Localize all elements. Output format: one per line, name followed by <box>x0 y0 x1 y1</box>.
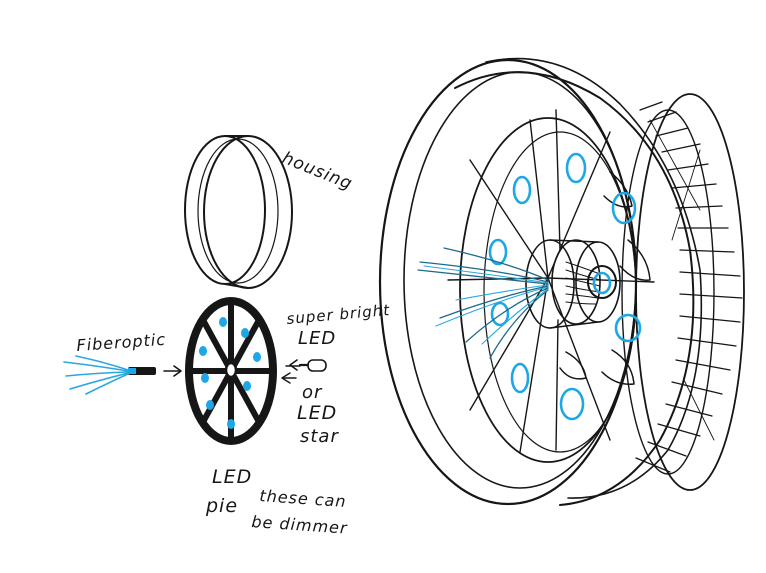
label-super-bright-led: LED <box>298 328 337 349</box>
led-bulb-icon <box>281 359 327 384</box>
label-led-star-led: LED <box>297 402 338 424</box>
housing-ring-icon <box>184 135 293 289</box>
label-or: or <box>302 382 323 403</box>
label-led-pie-pie: pie <box>206 495 239 517</box>
label-led-pie-led: LED <box>212 466 253 488</box>
wheel-assembly-icon <box>378 57 745 506</box>
fiberoptic-bundle-icon <box>63 355 182 395</box>
label-led-star-star: star <box>300 426 339 447</box>
led-pie-wheel-icon <box>185 297 277 445</box>
